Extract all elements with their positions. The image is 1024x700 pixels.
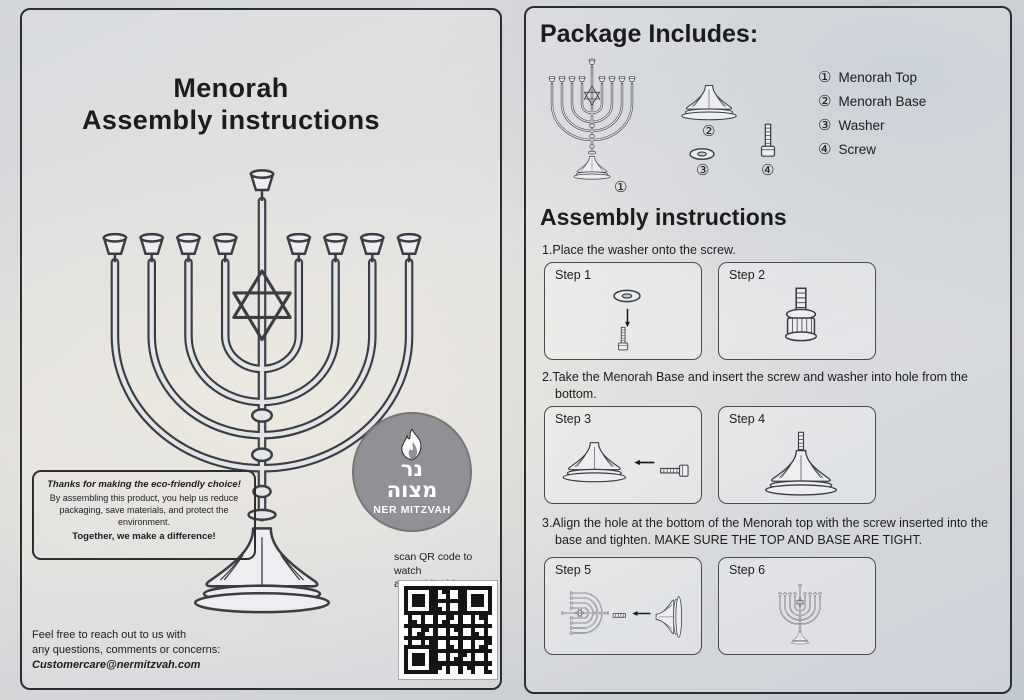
part-item-menorah-base: ② Menorah Base — [818, 92, 926, 110]
parts-list: ① Menorah Top ② Menorah Base ③ Washer ④ … — [818, 68, 926, 164]
title-line-1: Menorah — [173, 73, 289, 103]
part-marker-3: ③ — [696, 161, 710, 179]
step-6-label: Step 6 — [729, 563, 766, 577]
part-item-washer: ③ Washer — [818, 116, 926, 134]
part-number-icon: ④ — [818, 140, 832, 158]
qr-caption-line-1: scan QR code to watch — [394, 551, 473, 577]
right-page: Package Includes: ① ② ③ ④ ① Menorah Top … — [524, 6, 1012, 694]
part-item-screw: ④ Screw — [818, 140, 926, 158]
part-marker-4: ④ — [761, 161, 775, 179]
title-line-2: Assembly instructions — [82, 105, 380, 136]
step-5-box: Step 5 — [544, 557, 702, 655]
part-marker-1: ① — [614, 178, 628, 196]
step-2-box: Step 2 — [718, 262, 876, 360]
step-row-3: Step 5 Step 6 — [544, 557, 876, 655]
qr-code — [398, 580, 498, 680]
step-5-label: Step 5 — [555, 563, 592, 577]
step-row-1: Step 1 Step 2 — [544, 262, 876, 360]
eco-footer: Together, we make a difference! — [72, 531, 216, 543]
step-3-label: Step 3 — [555, 412, 592, 426]
logo-brand-name: NER MITZVAH — [373, 503, 451, 516]
eco-heading: Thanks for making the eco-friendly choic… — [47, 479, 241, 490]
contact-info: Feel free to reach out to us with any qu… — [32, 628, 220, 673]
contact-line-1: Feel free to reach out to us with — [32, 629, 187, 641]
step-3-box: Step 3 — [544, 406, 702, 504]
step-4-diagram — [764, 431, 838, 496]
instruction-3-text: 3.Align the hole at the bottom of the Me… — [542, 516, 989, 547]
step-1-label: Step 1 — [555, 268, 592, 282]
step-1-box: Step 1 — [544, 262, 702, 360]
contact-line-2: any questions, comments or concerns: — [32, 643, 221, 656]
part-marker-2: ② — [702, 122, 716, 140]
step-4-box: Step 4 — [718, 406, 876, 504]
eco-message-box: Thanks for making the eco-friendly choic… — [32, 470, 256, 560]
step-5-diagram — [560, 590, 683, 638]
contact-email: Customercare@nermitzvah.com — [32, 658, 201, 671]
part-label: Washer — [838, 117, 885, 133]
package-parts-illustration — [538, 52, 776, 202]
part-number-icon: ③ — [818, 116, 832, 134]
package-includes-heading: Package Includes: — [540, 20, 759, 48]
part-label: Menorah Base — [838, 93, 927, 109]
logo-hebrew-mitzvah: מצוה — [386, 477, 438, 502]
left-page: Menorah Assembly instructions Thanks for… — [20, 8, 502, 690]
step-4-label: Step 4 — [729, 412, 766, 426]
instruction-2-text: 2.Take the Menorah Base and insert the s… — [542, 370, 968, 401]
step-6-box: Step 6 — [718, 557, 876, 655]
flame-icon — [401, 428, 422, 461]
step-row-2: Step 3 Step 4 — [544, 406, 876, 504]
part-number-icon: ① — [818, 68, 832, 86]
instruction-1-text: 1.Place the washer onto the screw. — [542, 243, 736, 257]
page-title: Menorah Assembly instructions — [22, 72, 440, 137]
logo-hebrew-ner: נר — [400, 456, 424, 481]
step-2-diagram — [784, 287, 818, 342]
step-2-label: Step 2 — [729, 268, 766, 282]
assembly-instructions-heading: Assembly instructions — [540, 204, 787, 230]
part-number-icon: ② — [818, 92, 832, 110]
part-label: Menorah Top — [838, 69, 918, 85]
part-item-menorah-top: ① Menorah Top — [818, 68, 926, 86]
step-1-diagram — [613, 289, 641, 351]
ner-mitzvah-logo: נר מצוה NER MITZVAH — [352, 412, 472, 532]
step-6-diagram — [729, 579, 873, 649]
eco-body: By assembling this product, you help us … — [49, 493, 239, 527]
part-label: Screw — [838, 141, 876, 157]
step-3-diagram — [562, 442, 689, 483]
